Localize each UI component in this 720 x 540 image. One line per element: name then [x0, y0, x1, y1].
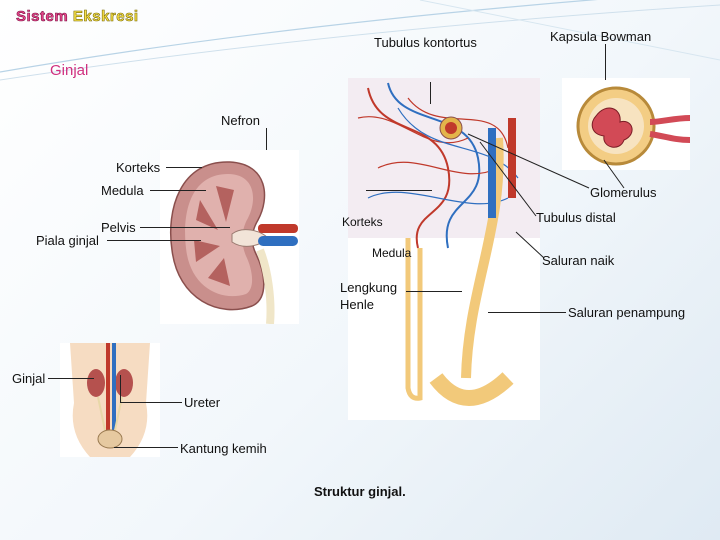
leader-medula-kidney	[150, 190, 206, 191]
label-korteks-kidney: Korteks	[116, 160, 161, 175]
label-tubulus-kontortus: Tubulus kontortus	[374, 35, 477, 50]
leader-nefron	[266, 128, 267, 150]
leader-pelvis	[140, 227, 230, 228]
leader-ginjal-body	[48, 378, 94, 379]
bowman-capsule-illustration	[576, 86, 690, 166]
label-pelvis: Pelvis	[101, 220, 136, 235]
label-medula-nephron: Medula	[372, 246, 412, 260]
leader-piala-ginjal	[107, 240, 201, 241]
label-nefron: Nefron	[221, 113, 261, 128]
label-kapsula-bowman: Kapsula Bowman	[550, 29, 652, 44]
title-word-1: Sistem	[16, 8, 69, 26]
leader-kapsula-bowman	[605, 44, 606, 80]
kidney-illustration	[169, 161, 298, 324]
leader-lengkung-henle	[406, 291, 462, 292]
label-saluran-naik: Saluran naik	[542, 253, 615, 268]
leader-tubulus-kontortus	[430, 82, 431, 104]
section-heading: Ginjal	[50, 62, 89, 79]
label-tubulus-distal: Tubulus distal	[536, 210, 616, 225]
body-illustration	[70, 343, 150, 457]
leader-kantung-kemih	[114, 447, 178, 448]
label-ureter: Ureter	[184, 395, 221, 410]
label-medula-kidney: Medula	[101, 183, 144, 198]
body-urinary-system-image	[60, 343, 160, 457]
kidney-cross-section-image	[160, 150, 299, 324]
label-glomerulus: Glomerulus	[590, 185, 657, 200]
leader-saluran-penampung	[488, 312, 566, 313]
label-korteks-nephron: Korteks	[342, 215, 383, 229]
figure-caption: Struktur ginjal.	[314, 484, 406, 499]
leader-korteks-kidney	[166, 167, 202, 168]
leader-korteks-nephron	[366, 190, 432, 191]
label-lengkung-henle-2: Henle	[340, 297, 374, 312]
leader-ureter-v	[120, 375, 121, 402]
label-piala-ginjal: Piala ginjal	[36, 233, 99, 248]
leader-ureter-h	[120, 402, 182, 403]
label-lengkung-henle-1: Lengkung	[340, 280, 398, 295]
label-saluran-penampung: Saluran penampung	[568, 305, 686, 320]
label-ginjal-body: Ginjal	[12, 371, 46, 386]
title-word-2: Ekskresi	[72, 8, 139, 26]
label-kantung-kemih: Kantung kemih	[180, 441, 267, 456]
bowman-capsule-image	[562, 78, 690, 170]
slide-title: Sistem Ekskresi	[16, 8, 139, 26]
